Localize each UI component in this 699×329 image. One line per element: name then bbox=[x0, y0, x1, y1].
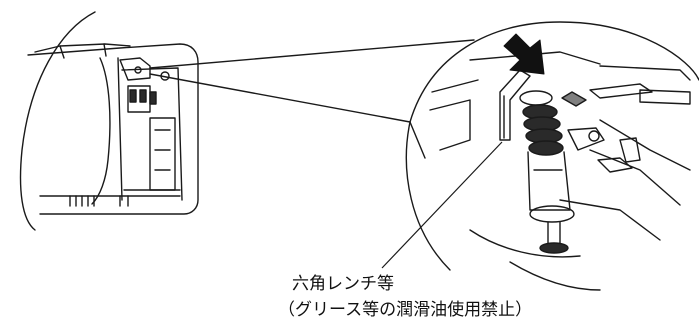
down-arrow-icon bbox=[503, 33, 545, 75]
callout-leader bbox=[381, 141, 503, 269]
pump-bellows bbox=[519, 90, 575, 254]
callout-label-tool: 六角レンチ等 bbox=[292, 274, 394, 294]
ac-unit-overview bbox=[19, 11, 199, 231]
callout-label-warning: （グリース等の潤滑油使用禁止） bbox=[278, 300, 533, 320]
zoom-leader-lines bbox=[149, 39, 475, 159]
magnified-detail bbox=[405, 21, 699, 291]
